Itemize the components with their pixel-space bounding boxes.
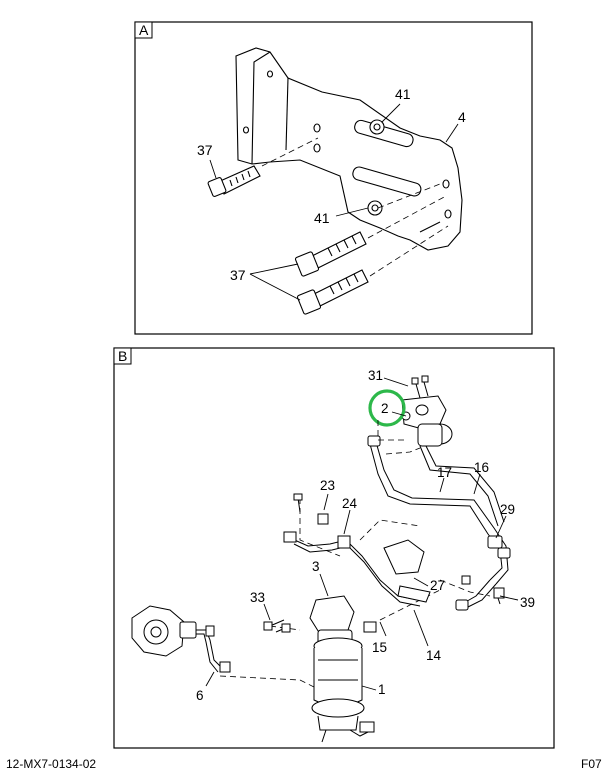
panel-a-tag-box	[134, 21, 153, 39]
fuel-filter-1-drawing	[309, 595, 377, 743]
callout-41-lower: 41	[314, 210, 330, 226]
bolt-37-upper	[207, 165, 261, 197]
callout-17: 17	[437, 465, 452, 480]
callout-37-upper: 37	[197, 142, 213, 158]
fuel-lines-16-17	[367, 435, 511, 611]
callout-15: 15	[372, 640, 387, 655]
callout-37-lower: 37	[230, 267, 246, 283]
panel-b-tag: B	[118, 348, 127, 364]
callout-1: 1	[378, 682, 386, 697]
pump-6-drawing	[131, 605, 231, 673]
callout-31: 31	[368, 368, 383, 383]
bolt-37-lower	[296, 269, 369, 315]
callout-41-upper: 41	[395, 86, 411, 102]
panel-a-frame	[134, 21, 533, 335]
callout-3: 3	[312, 559, 320, 574]
panel-b-frame	[113, 347, 555, 749]
callout-16: 16	[474, 460, 489, 475]
nut-41-upper	[369, 119, 385, 135]
callout-33: 33	[250, 590, 265, 605]
panel-a-tag: A	[139, 22, 149, 38]
bolt-37-middle	[294, 231, 367, 277]
bracket-4-drawing	[235, 47, 463, 251]
callout-2: 2	[381, 401, 389, 416]
panel-b-tag-box	[113, 347, 132, 365]
highlight-circle-part-2	[368, 389, 406, 427]
alignment-lines-a	[261, 137, 449, 277]
leader-lines-a	[209, 103, 459, 301]
callout-23: 23	[320, 478, 335, 493]
callout-27: 27	[430, 578, 445, 593]
wire-harness-24	[283, 493, 421, 607]
fittings-33-39	[263, 575, 505, 633]
leader-lines-b	[205, 377, 519, 691]
fuel-heater-2-drawing	[401, 375, 453, 447]
figure-code: F07	[581, 757, 602, 771]
nut-41-lower	[367, 200, 383, 216]
callout-39: 39	[520, 595, 535, 610]
callout-6: 6	[196, 688, 204, 703]
bracket-27	[383, 539, 431, 603]
drawing-number: 12-MX7-0134-02	[6, 757, 97, 771]
callout-14: 14	[426, 648, 442, 663]
callout-29: 29	[500, 502, 515, 517]
callout-24: 24	[342, 496, 358, 511]
callout-4: 4	[458, 109, 466, 125]
